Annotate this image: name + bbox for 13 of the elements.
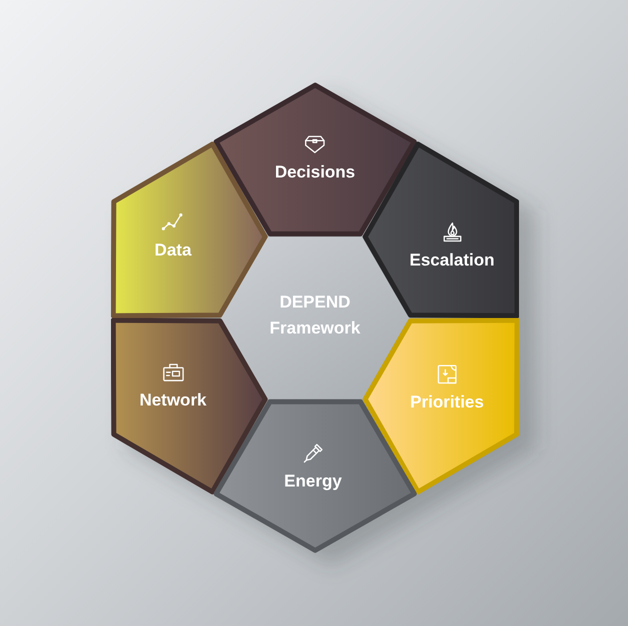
pentagon-tile [110,141,268,318]
segment-label: Energy [284,471,342,492]
pentagon-tile [110,318,268,495]
segment-label: Escalation [409,250,495,271]
pentagon-tile [362,141,520,318]
segment-label: Data [154,240,192,261]
segment-label: Priorities [410,392,484,413]
center-label: DEPEND Framework [268,292,362,340]
pentagon-tile [362,318,520,495]
hexagon-center [221,236,409,400]
segment-label: Decisions [274,162,356,183]
segment-label: Network [139,390,207,411]
pentagon-tile [212,82,418,237]
